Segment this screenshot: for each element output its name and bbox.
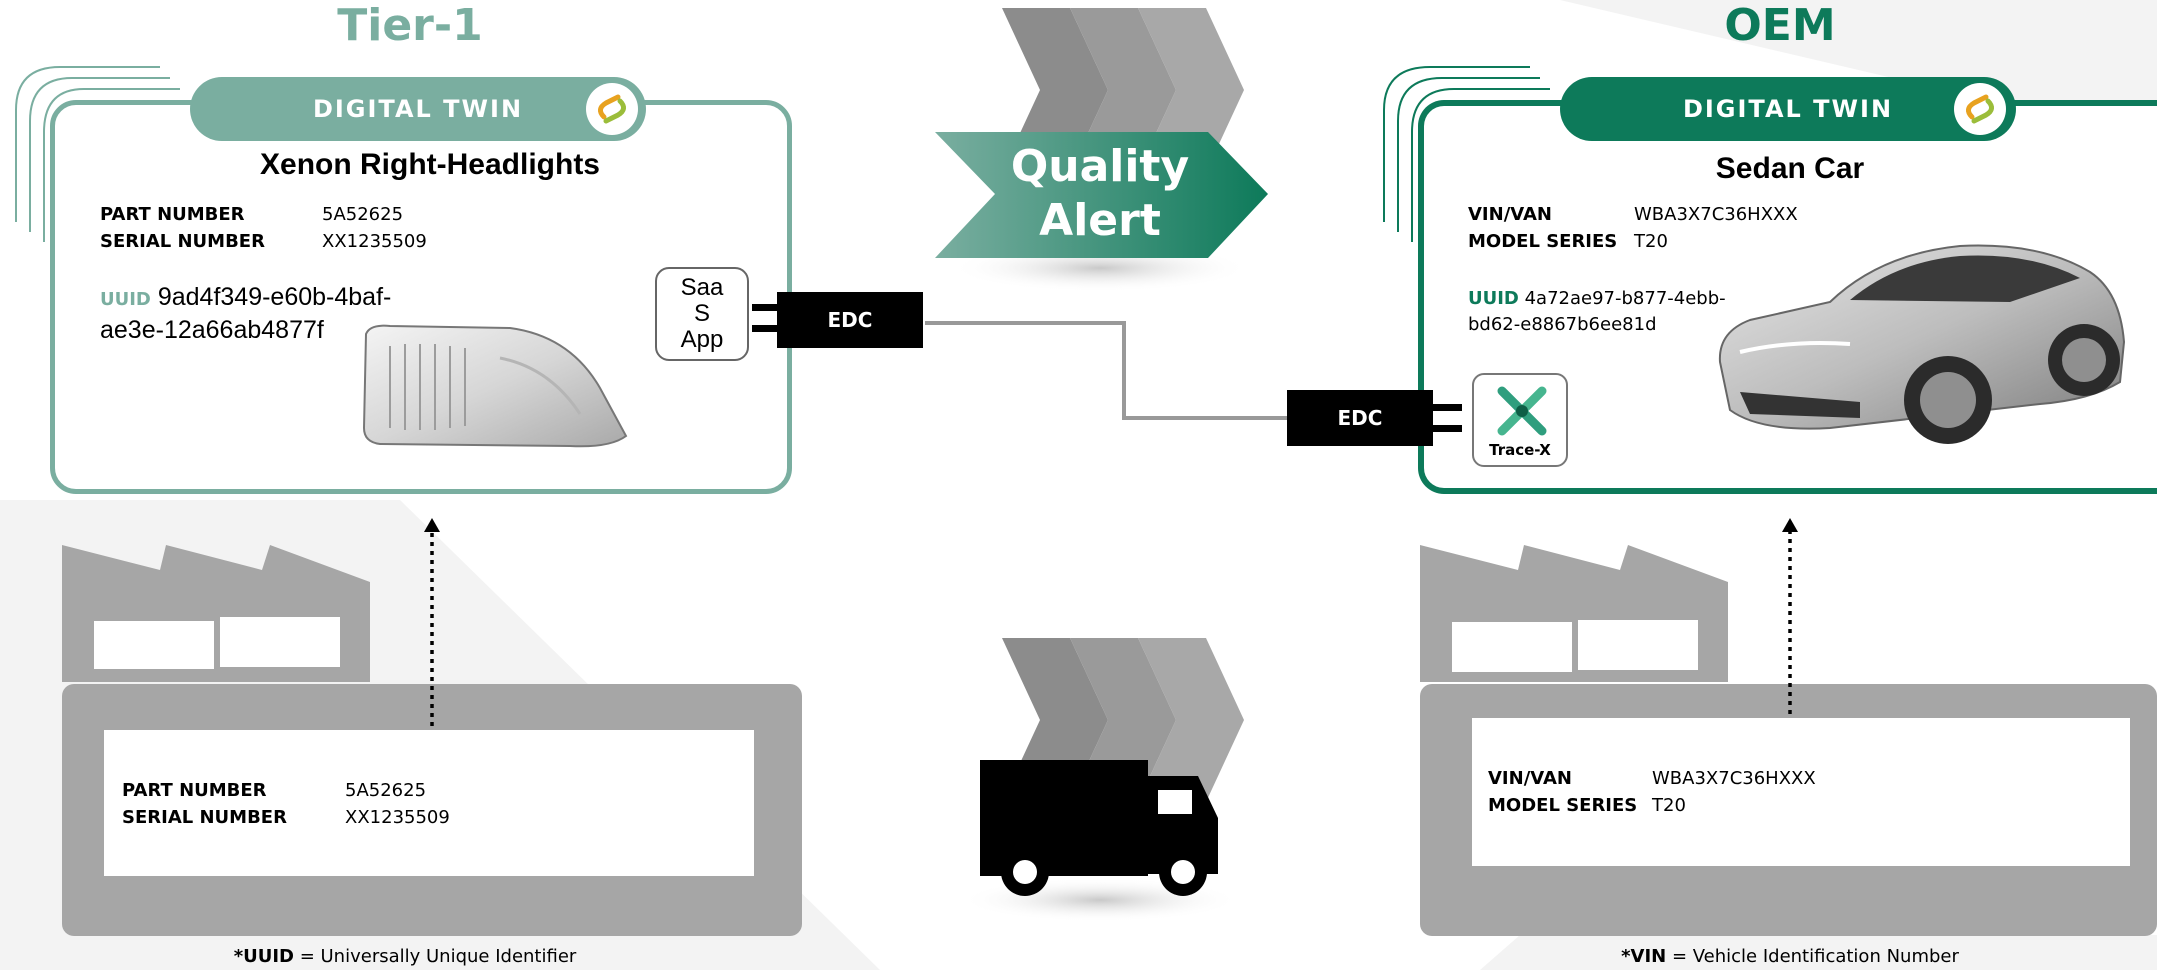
edc-connector-line [925,321,1290,420]
edc-plug-left-icon [752,304,782,332]
tier1-part-number-label: PART NUMBER [100,204,245,225]
catena-x-logo-icon [586,83,638,135]
oem-title: OEM [1724,0,1836,51]
headlight-image [362,324,628,448]
quality-alert-line2: Alert [1039,195,1161,246]
quality-alert-label: Quality Alert [985,140,1215,248]
deco-lines-right [1383,66,1550,242]
edc-oem-connector[interactable]: EDC [1287,390,1433,446]
oem-factory-vin-value: WBA3X7C36HXXX [1652,768,1816,789]
quality-alert-line1: Quality [1010,141,1190,192]
tier1-factory-part-number-value: 5A52625 [345,780,427,801]
oem-digital-twin-label: DIGITAL TWIN [1560,77,2016,141]
tier1-factory-info-box [104,730,754,876]
tier1-serial-number-value: XX1235509 [322,231,427,252]
oem-uuid-key: UUID [1468,288,1519,309]
trace-x-logo-icon [1497,386,1547,436]
tier1-footnote-text: = Universally Unique Identifier [293,946,577,967]
oem-factory-info-box [1472,718,2130,866]
tier1-digital-twin-label: DIGITAL TWIN [190,77,646,141]
oem-footnote-key: *VIN [1621,946,1667,967]
tier1-factory-part-number-label: PART NUMBER [122,780,267,801]
saas-app-label: Saa S App [680,274,724,353]
tier1-footnote: *UUID = Universally Unique Identifier [180,946,630,967]
trace-x-label: Trace-X [1489,441,1551,459]
edc-tier1-connector[interactable]: EDC [777,292,923,348]
tier1-uuid-key: UUID [100,289,151,310]
tier1-part-name: Xenon Right-Headlights [260,148,600,181]
tier1-uuid: UUID 9ad4f349-e60b-4baf-ae3e-12a66ab4877… [100,282,420,345]
oem-footnote: *VIN = Vehicle Identification Number [1560,946,2020,967]
chevrons-top [1002,8,1244,172]
oem-vin-label: VIN/VAN [1468,204,1552,225]
deco-lines-left [15,66,180,242]
oem-model-series-label: MODEL SERIES [1468,231,1618,252]
oem-factory-model-series-value: T20 [1652,795,1686,816]
quality-alert-arrow [935,132,1268,258]
saas-app-icon[interactable]: Saa S App [655,267,749,361]
tier1-footnote-key: *UUID [233,946,294,967]
oem-factory-model-series-label: MODEL SERIES [1488,795,1638,816]
oem-vin-value: WBA3X7C36HXXX [1634,204,1798,225]
oem-uuid-value: 4a72ae97-b877-4ebb-bd62-e8867b6ee81d [1468,288,1726,335]
tier1-title: Tier-1 [337,0,483,51]
edc-plug-right-icon [1432,404,1462,432]
tier1-factory-serial-number-value: XX1235509 [345,807,450,828]
tier1-factory-serial-number-label: SERIAL NUMBER [122,807,287,828]
oem-factory-vin-label: VIN/VAN [1488,768,1572,789]
oem-vehicle-name: Sedan Car [1715,152,1865,185]
bg-wedge-right-bottom [1480,935,2157,970]
truck-icon [980,760,1218,896]
oem-model-series-value: T20 [1634,231,1668,252]
catena-x-logo-icon-oem [1954,83,2006,135]
tier1-uuid-value: 9ad4f349-e60b-4baf-ae3e-12a66ab4877f [100,283,392,344]
sedan-car-image [1718,244,2126,444]
tier1-part-number-value: 5A52625 [322,204,404,225]
oem-footnote-text: = Vehicle Identification Number [1666,946,1959,967]
oem-uuid: UUID 4a72ae97-b877-4ebb-bd62-e8867b6ee81… [1468,286,1728,338]
trace-x-app-icon[interactable]: Trace-X [1472,373,1568,467]
tier1-serial-number-label: SERIAL NUMBER [100,231,265,252]
